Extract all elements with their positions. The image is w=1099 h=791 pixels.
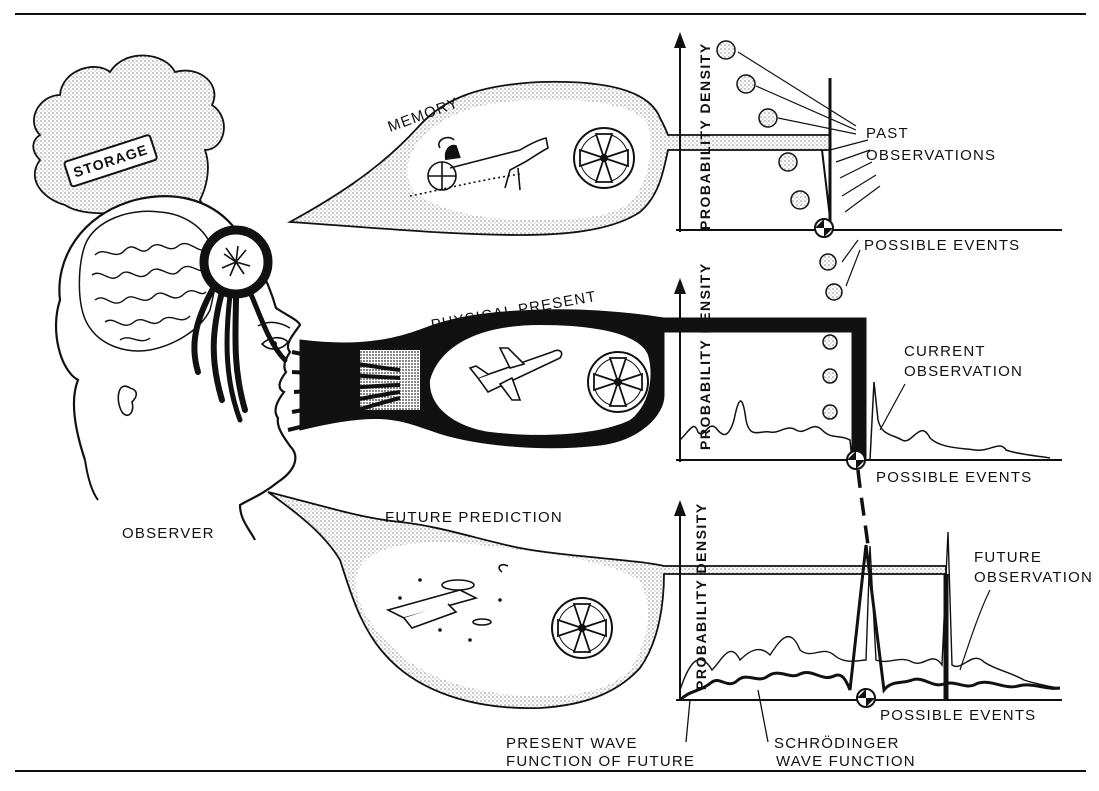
past-observations-line-1: PAST	[866, 125, 909, 142]
memory-bulb	[290, 82, 830, 235]
schrodinger-line-1: SCHRÖDINGER	[774, 734, 900, 752]
present-to-future-connector	[858, 470, 868, 545]
graph-future-ylabel: PROBABILITY DENSITY	[693, 502, 709, 690]
current-observation-line-1: CURRENT	[904, 343, 986, 360]
present-wave-line-2: FUNCTION OF FUTURE	[506, 753, 695, 770]
past-observations-line-2: OBSERVATIONS	[866, 147, 996, 164]
graph-memory-xlabel: POSSIBLE EVENTS	[864, 237, 1020, 254]
present-wave-leader	[686, 700, 690, 742]
graph-memory-ylabel: PROBABILITY DENSITY	[697, 42, 713, 230]
schrodinger-leader	[758, 690, 768, 742]
future-prediction-label: FUTURE PREDICTION	[385, 509, 563, 526]
present-observation-dots	[823, 335, 837, 419]
probability-spinner-icon	[574, 128, 634, 188]
future-observation-line-2: OBSERVATION	[974, 569, 1093, 586]
probability-spinner-icon	[588, 352, 648, 412]
past-observation-dots	[717, 41, 842, 300]
probability-spinner-icon	[552, 598, 612, 658]
future-bulb	[268, 492, 946, 708]
graph-future-xlabel: POSSIBLE EVENTS	[880, 707, 1036, 724]
observer-label: OBSERVER	[122, 525, 215, 542]
current-observation-line-2: OBSERVATION	[904, 363, 1023, 380]
past-observation-leaders	[738, 52, 880, 286]
present-wave-line-1: PRESENT WAVE	[506, 735, 638, 752]
graph-present-ylabel: PROBABILITY DENSITY	[697, 262, 713, 450]
future-observation-line-1: FUTURE	[974, 549, 1042, 566]
schrodinger-line-2: WAVE FUNCTION	[776, 753, 916, 770]
current-observation-leader	[880, 384, 905, 430]
graph-present-xlabel: POSSIBLE EVENTS	[876, 469, 1032, 486]
